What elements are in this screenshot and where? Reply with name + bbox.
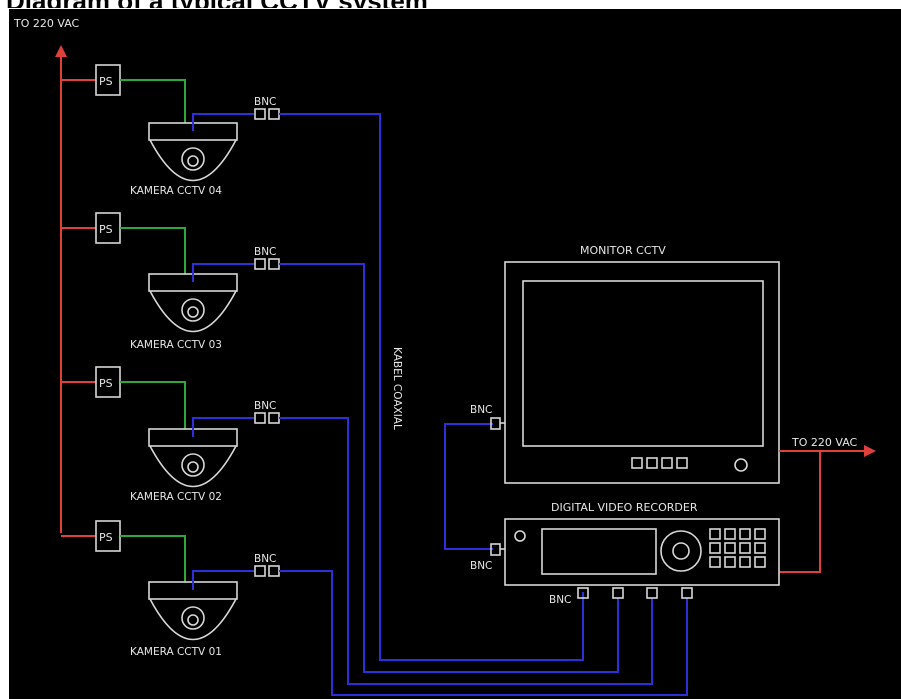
camera-lens-icon (181, 606, 205, 630)
dvr-power-line (779, 451, 821, 573)
camera-lens-inner-icon (187, 155, 199, 167)
camera-lens-icon (181, 453, 205, 477)
power-output-label: TO 220 VAC (791, 436, 858, 449)
bnc-label: BNC (254, 400, 276, 412)
camera-label: KAMERA CCTV 03 (130, 339, 222, 351)
camera-video-line (192, 263, 254, 282)
power-supply-label: PS (99, 75, 113, 88)
bnc-connector-icon (254, 108, 266, 120)
monitor-bnc-label: BNC (470, 404, 492, 416)
camera-label: KAMERA CCTV 02 (130, 491, 222, 503)
coaxial-cable-label: KABEL COAXIAL (391, 347, 403, 430)
monitor-button-icon (661, 457, 673, 469)
dvr-bnc-label: BNC (470, 560, 492, 572)
power-supply-label: PS (99, 377, 113, 390)
dvr-dpad-icon (660, 530, 702, 572)
dvr-input-connector-icon (646, 587, 658, 599)
monitor-frame (504, 261, 780, 484)
dvr-input-connector-icon (577, 587, 589, 599)
page-title: Diagram of a typical CCTV system (6, 0, 428, 8)
monitor-screen (522, 280, 764, 447)
dvr-input-bnc-label: BNC (549, 594, 571, 606)
camera-lens-icon (181, 298, 205, 322)
coaxial-cable-line (279, 570, 688, 696)
dvr-label: DIGITAL VIDEO RECORDER (551, 501, 698, 514)
camera-dome-icon (149, 139, 237, 182)
dvr-keypad-icon (709, 528, 766, 568)
monitor-button-icon (676, 457, 688, 469)
monitor-button-icon (646, 457, 658, 469)
camera-power-line (120, 381, 186, 429)
camera-lens-inner-icon (187, 614, 199, 626)
camera-dome-icon (149, 290, 237, 333)
camera-dome-icon (149, 445, 237, 488)
camera-video-line (192, 113, 254, 131)
camera-lens-inner-icon (187, 461, 199, 473)
bnc-label: BNC (254, 553, 276, 565)
power-output-arrow-icon (864, 445, 876, 457)
dvr-body (504, 518, 780, 586)
power-input-arrow-icon (55, 45, 67, 57)
power-supply-label: PS (99, 531, 113, 544)
camera-video-line (192, 570, 254, 590)
bnc-label: BNC (254, 246, 276, 258)
coaxial-cable-line (279, 113, 584, 661)
bnc-connector-icon (490, 543, 505, 556)
camera-label: KAMERA CCTV 04 (130, 185, 222, 197)
bnc-connector-icon (254, 565, 266, 577)
bnc-connector-icon (490, 417, 505, 430)
dvr-input-connector-icon (681, 587, 693, 599)
camera-power-line (120, 79, 186, 123)
camera-group: PS KAMERA CCTV 04 BNC PS KAMERA CCTV 03 BNC PS… (61, 64, 693, 696)
bnc-connector-icon (254, 412, 266, 424)
power-input-label: TO 220 VAC (13, 17, 80, 30)
camera-video-line (192, 417, 254, 437)
monitor-label: MONITOR CCTV (580, 244, 666, 257)
monitor-power-knob-icon (734, 458, 748, 472)
dvr-input-connector-icon (612, 587, 624, 599)
coaxial-cable-line (279, 263, 619, 673)
camera-dome-icon (149, 598, 237, 641)
camera-lens-inner-icon (187, 306, 199, 318)
camera-power-line (120, 535, 186, 582)
dvr-monitor-video-line (444, 423, 493, 550)
digital-video-recorder (504, 518, 780, 586)
diagram-background (9, 9, 901, 699)
camera-power-line (120, 227, 186, 274)
monitor-button-icon (631, 457, 643, 469)
bnc-connector-icon (254, 258, 266, 270)
camera-lens-icon (181, 147, 205, 171)
power-supply-label: PS (99, 223, 113, 236)
dvr-power-button-icon (514, 530, 526, 542)
camera-label: KAMERA CCTV 01 (130, 646, 222, 658)
coaxial-cable-line (279, 417, 653, 685)
bnc-label: BNC (254, 96, 276, 108)
dvr-display (541, 528, 657, 575)
cctv-monitor (504, 261, 780, 484)
